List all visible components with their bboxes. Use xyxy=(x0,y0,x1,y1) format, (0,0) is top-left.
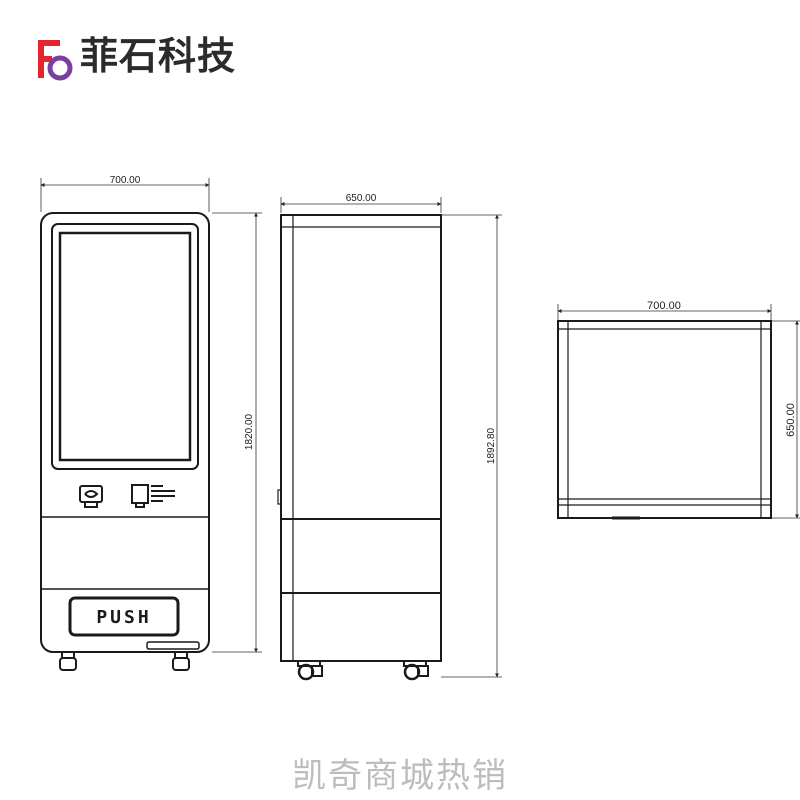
front-caster-left xyxy=(59,651,77,671)
front-height-label: 1820.00 xyxy=(244,413,255,450)
front-base-detail xyxy=(146,641,200,650)
side-caster-right xyxy=(403,660,429,681)
top-cabinet-outline xyxy=(557,320,772,519)
qr-scanner-icon xyxy=(131,484,175,508)
top-width-label: 700.00 xyxy=(647,300,681,312)
footer-watermark: 凯奇商城热销 xyxy=(292,756,508,796)
top-depth-label: 650.00 xyxy=(785,403,797,437)
touch-screen-frame xyxy=(51,223,199,470)
brand-logo xyxy=(38,40,73,81)
touch-screen xyxy=(58,231,192,462)
front-height-dimension xyxy=(212,212,262,653)
side-width-dimension xyxy=(280,197,442,213)
side-width-label: 650.00 xyxy=(346,193,377,204)
brand-name: 菲石科技 xyxy=(80,34,237,78)
top-view xyxy=(557,304,800,520)
logo-icon xyxy=(38,40,73,81)
side-view xyxy=(277,197,502,681)
side-caster-left xyxy=(297,660,323,681)
card-reader-icon xyxy=(79,485,103,508)
top-width-dimension xyxy=(557,304,772,321)
top-depth-dimension xyxy=(771,320,800,519)
side-height-label: 1892.80 xyxy=(486,427,497,464)
side-cabinet-body xyxy=(280,214,442,662)
side-height-dimension xyxy=(441,214,502,678)
front-cabinet-body xyxy=(40,212,210,653)
side-hinge xyxy=(277,489,282,505)
front-view: PUSH xyxy=(40,178,262,671)
front-caster-right xyxy=(172,651,190,671)
front-width-label: 700.00 xyxy=(110,175,141,186)
push-label: PUSH xyxy=(96,607,151,628)
push-door xyxy=(68,596,180,637)
front-width-dimension xyxy=(40,178,210,212)
